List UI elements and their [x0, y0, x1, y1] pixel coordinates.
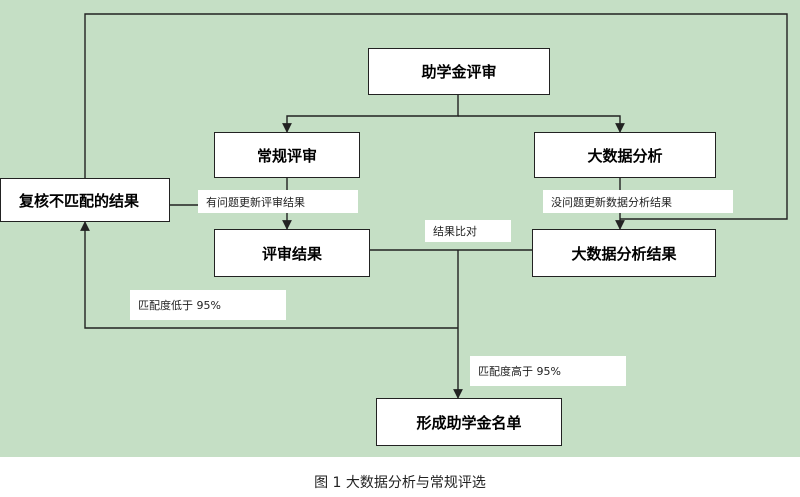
node-regular-review: 常规评审 — [214, 132, 360, 178]
label-match-below: 匹配度低于 95% — [130, 290, 286, 320]
node-review-result: 评审结果 — [214, 229, 370, 277]
node-recheck-mismatch: 复核不匹配的结果 — [0, 178, 170, 222]
diagram-canvas: 助学金评审 常规评审 大数据分析 复核不匹配的结果 评审结果 大数据分析结果 形… — [0, 0, 800, 457]
node-final-list: 形成助学金名单 — [376, 398, 562, 446]
node-aid-review: 助学金评审 — [368, 48, 550, 95]
node-big-data-result: 大数据分析结果 — [532, 229, 716, 277]
label-compare-results: 结果比对 — [425, 220, 511, 242]
node-big-data-analysis: 大数据分析 — [534, 132, 716, 178]
label-problem-update-review: 有问题更新评审结果 — [198, 190, 358, 213]
figure-caption: 图 1 大数据分析与常规评选 — [314, 475, 486, 491]
label-no-problem-update-data: 没问题更新数据分析结果 — [543, 190, 733, 213]
label-match-above: 匹配度高于 95% — [470, 356, 626, 386]
